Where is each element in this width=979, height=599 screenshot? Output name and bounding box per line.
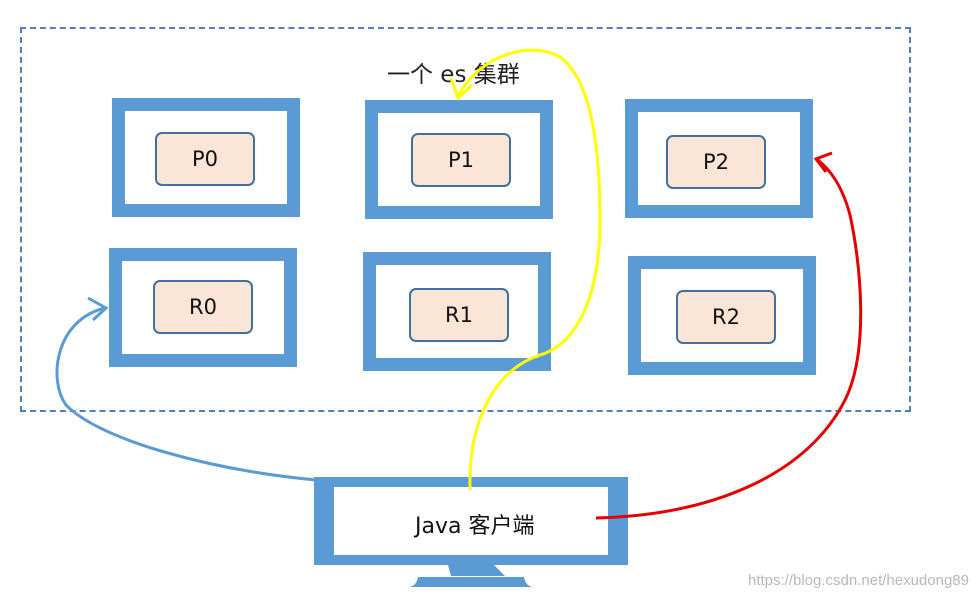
- shard-r0-label: R0: [189, 295, 217, 319]
- shard-r2: R2: [676, 290, 776, 344]
- shard-p0: P0: [155, 132, 255, 186]
- shard-p2-label: P2: [702, 150, 730, 174]
- shard-r0: R0: [153, 280, 253, 334]
- shard-p0-label: P0: [191, 147, 219, 171]
- shard-r1-label: R1: [445, 303, 473, 327]
- shard-r2-label: R2: [712, 305, 740, 329]
- watermark: https://blog.csdn.net/hexudong89: [747, 572, 969, 589]
- client-label: Java 客户端: [415, 514, 535, 539]
- node-p0: [112, 98, 300, 217]
- monitor-stand: [406, 565, 536, 588]
- yellow-arrow: [449, 48, 602, 491]
- shard-p2: P2: [666, 135, 766, 189]
- es-cluster-boundary: [20, 27, 911, 412]
- shard-r1: R1: [409, 288, 509, 342]
- red-arrow: [595, 151, 863, 520]
- shard-p1: P1: [411, 133, 511, 187]
- shard-p1-label: P1: [447, 148, 475, 172]
- blue-arrow: [55, 296, 317, 482]
